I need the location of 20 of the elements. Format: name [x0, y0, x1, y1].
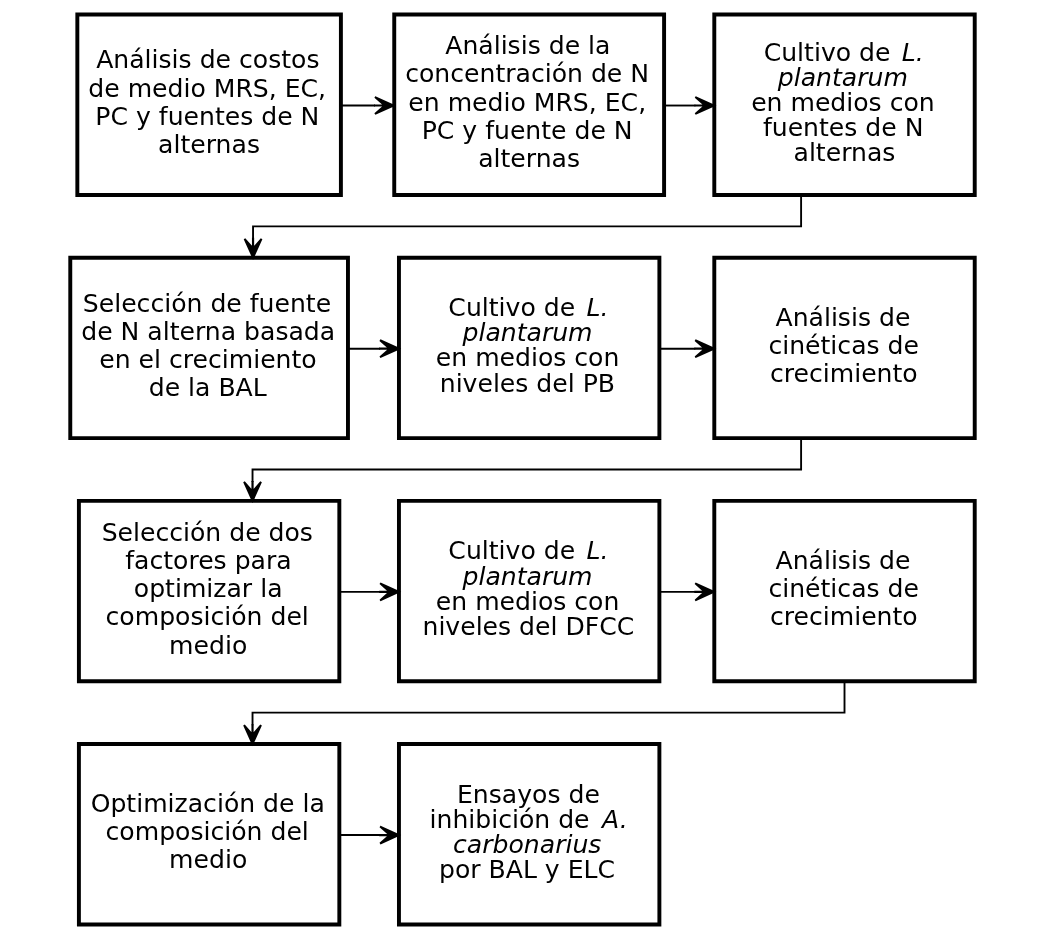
node-box: Análisis de cinéticas de crecimiento	[711, 255, 977, 441]
arrow	[242, 680, 845, 745]
node-box: Cultivo de L. plantarum en medios con fuentes de N alternas	[711, 12, 977, 197]
arrow	[346, 339, 400, 359]
node-box: Análisis de costos de medio MRS, EC, PC y fuentes de N alternas	[74, 12, 343, 197]
node-box: Análisis de la concentración de N en medio MRS, EC, PC y fuente de N alternas	[391, 12, 666, 197]
node-box: Cultivo de L. plantarum en medios con niveles del DFCC	[396, 498, 661, 684]
arrow	[339, 96, 395, 115]
node-box: Cultivo de L. plantarum en medios con niveles del PB	[396, 255, 661, 441]
arrow	[658, 339, 715, 359]
node-box: Análisis de cinéticas de crecimiento	[711, 498, 977, 684]
node-box: Selección de fuente de N alterna basada en el crecimiento de la BAL	[67, 255, 350, 441]
arrow	[242, 437, 802, 502]
arrow	[338, 825, 400, 845]
node-box: Ensayos de inhibición de A. carbonarius por BAL y ELC	[396, 742, 661, 927]
node-box: Optimización de la composición del medio	[76, 742, 341, 927]
arrow	[658, 582, 715, 602]
arrow	[243, 194, 802, 259]
node-box: Selección de dos factores para optimizar la composición del medio	[76, 498, 341, 684]
arrow	[338, 582, 400, 602]
